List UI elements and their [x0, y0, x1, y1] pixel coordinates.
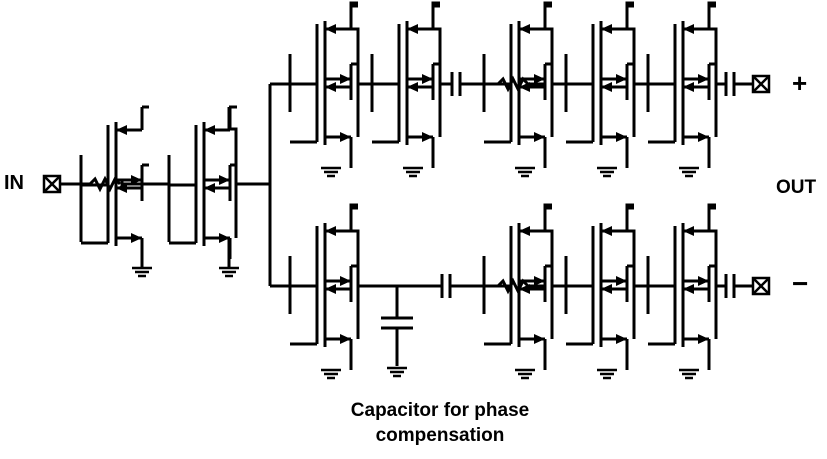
caption-line-2: compensation: [375, 425, 505, 446]
output-minus-label: −: [792, 268, 809, 299]
output-port-positive-icon[interactable]: [751, 74, 771, 94]
ground-icon: [217, 266, 241, 278]
compensation-caption: Capacitor for phase compensation: [300, 398, 580, 448]
phase-compensation-capacitor-icon: [381, 286, 413, 366]
input-port-icon[interactable]: [42, 174, 62, 194]
output-port-negative-icon[interactable]: [751, 276, 771, 296]
caption-line-1: Capacitor for phase: [350, 400, 530, 421]
coupling-capacitor-negative-icon: [440, 274, 452, 298]
ground-icon: [385, 366, 409, 378]
ground-icon: [595, 166, 619, 178]
ground-icon: [677, 368, 701, 380]
output-capacitor-positive-icon: [724, 72, 736, 96]
output-capacitor-negative-icon: [724, 274, 736, 298]
ground-icon: [319, 166, 343, 178]
positive-path: [270, 1, 753, 178]
output-label: OUT: [776, 177, 817, 198]
input-label: IN: [4, 172, 24, 194]
ground-icon: [130, 266, 154, 278]
ground-icon: [595, 368, 619, 380]
negative-path: [270, 203, 753, 380]
second-stage: [167, 105, 241, 278]
ground-icon: [319, 368, 343, 380]
ground-icon: [513, 166, 537, 178]
input-stage: [79, 105, 154, 278]
ground-icon: [401, 166, 425, 178]
ground-icon: [677, 166, 701, 178]
ground-icon: [513, 368, 537, 380]
output-plus-label: +: [792, 68, 808, 98]
coupling-capacitor-positive-icon: [450, 72, 462, 96]
